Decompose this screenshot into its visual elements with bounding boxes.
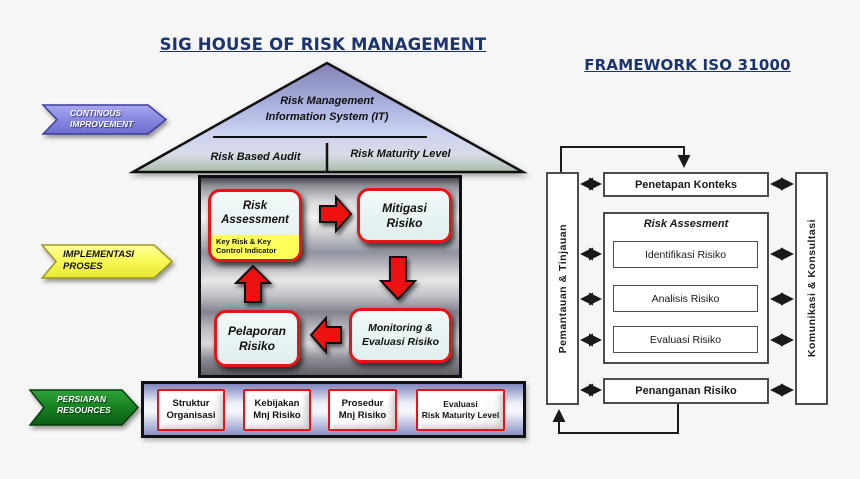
monitoring-line1: Monitoring &	[368, 322, 433, 335]
mitigasi-line2: Risiko	[386, 215, 423, 230]
banner-continuous-improvement: CONTINOUS IMPROVEMENT	[70, 108, 133, 130]
foundation-struktur-organisasi: Struktur Organisasi	[157, 389, 225, 431]
f1-line2: Organisasi	[166, 410, 216, 421]
roof-label-risk-maturity-level: Risk Maturity Level	[350, 148, 451, 160]
roof-label-risk-based-audit: Risk Based Audit	[210, 151, 301, 163]
roof-caption-line2: Information System (IT)	[265, 110, 389, 123]
box-penanganan-risiko: Penanganan Risiko	[603, 378, 769, 404]
left-title: SIG HOUSE OF RISK MANAGEMENT	[159, 35, 487, 54]
key-risk-indicator-strip: Key Risk & Key Control Indicator	[211, 234, 299, 259]
bar-pemantauan-tinjauan: Pemantauan & Tinjauan	[546, 172, 579, 405]
bar-komunikasi-konsultasi: Komunikasi & Konsultasi	[795, 172, 828, 405]
pemantauan-label: Pemantauan & Tinjauan	[556, 223, 569, 354]
box-risk-assessment: Risk Assessment Key Risk & Key Control I…	[208, 189, 302, 262]
box-pelaporan-risiko: Pelaporan Risiko	[214, 310, 300, 367]
pelaporan-line2: Risiko	[238, 338, 275, 353]
banner-yellow-line1: IMPLEMENTASI	[63, 249, 135, 260]
box-identifikasi-risiko: Identifikasi Risiko	[613, 241, 758, 268]
f2-line1: Kebijakan	[254, 398, 300, 410]
komunikasi-label: Komunikasi & Konsultasi	[805, 219, 818, 358]
foundation-evaluasi-maturity: Evaluasi Risk Maturity Level	[416, 389, 505, 431]
f2-line2: Mnj Risiko	[253, 410, 301, 421]
box-analisis-risiko: Analisis Risiko	[613, 285, 758, 312]
banner-blue-line2: IMPROVEMENT	[70, 119, 134, 130]
box-mitigasi-risiko: Mitigasi Risiko	[357, 188, 452, 243]
feedback-loop-top	[560, 146, 691, 172]
risk-assessment-label: Risk Assessment	[211, 192, 299, 235]
feedback-loop-bottom	[552, 404, 679, 434]
f3-line2: Mnj Risiko	[338, 410, 387, 421]
key-strip-line1: Key Risk & Key	[216, 236, 272, 246]
risk-assessment-line1: Risk	[242, 199, 268, 212]
banner-green-line2: RESOURCES	[57, 405, 111, 416]
banner-green-line1: PERSIAPAN	[57, 394, 106, 404]
roof-caption: Risk Management Information System (IT)	[227, 94, 427, 126]
foundation-kebijakan: Kebijakan Mnj Risiko	[243, 389, 311, 431]
risk-assessment-group-title: Risk Assesment	[643, 218, 729, 230]
box-monitoring-evaluasi: Monitoring & Evaluasi Risiko	[349, 308, 452, 363]
key-strip-line2: Control Indicator	[216, 246, 277, 256]
risk-assessment-line2: Assessment	[221, 214, 289, 227]
f3-line1: Prosedur	[341, 398, 384, 410]
pelaporan-line1: Pelaporan	[227, 323, 287, 338]
right-title: FRAMEWORK ISO 31000	[584, 56, 791, 74]
foundation-prosedur: Prosedur Mnj Risiko	[328, 389, 397, 431]
box-evaluasi-risiko: Evaluasi Risiko	[613, 326, 758, 353]
f4-line2: Risk Maturity Level	[421, 410, 500, 420]
box-penetapan-konteks: Penetapan Konteks	[603, 172, 769, 197]
banner-yellow-line2: PROSES	[63, 261, 103, 273]
mitigasi-line1: Mitigasi	[382, 200, 427, 215]
monitoring-line2: Evaluasi Risiko	[361, 335, 440, 348]
roof-caption-line1: Risk Management	[280, 95, 374, 107]
banner-persiapan-resources: PERSIAPAN RESOURCES	[57, 394, 111, 416]
banner-implementasi-proses: IMPLEMENTASI PROSES	[63, 249, 134, 274]
f1-line1: Struktur	[172, 398, 210, 410]
banner-blue-line1: CONTINOUS	[70, 108, 121, 118]
f4-line1: Evaluasi	[443, 399, 478, 410]
